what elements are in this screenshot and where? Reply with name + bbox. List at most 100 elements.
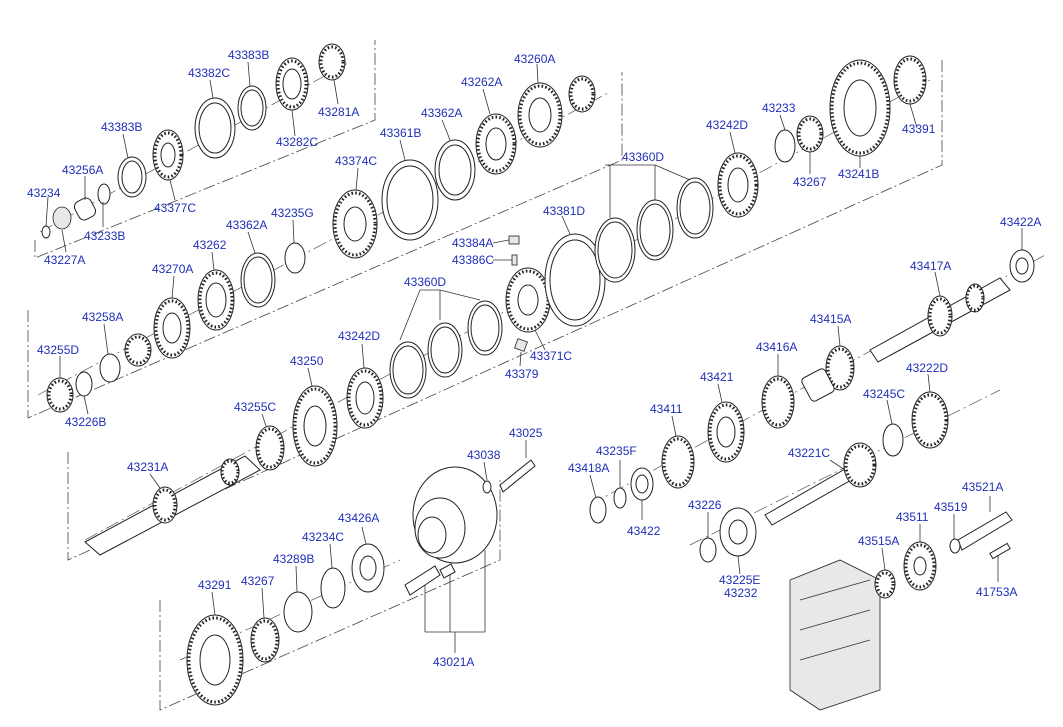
housing-outline bbox=[789, 559, 881, 711]
assembly-frames bbox=[27, 40, 943, 711]
label-43417A[interactable]: 43417A bbox=[910, 259, 951, 273]
key-43379 bbox=[514, 338, 528, 352]
row2-parts bbox=[46, 75, 596, 413]
label-43371C[interactable]: 43371C bbox=[530, 349, 572, 363]
label-43256A[interactable]: 43256A bbox=[62, 163, 103, 177]
pin-43021A bbox=[439, 563, 456, 579]
label-43267[interactable]: 43267 bbox=[793, 175, 827, 189]
label-43418A[interactable]: 43418A bbox=[568, 461, 609, 475]
gear-43222D bbox=[911, 391, 949, 449]
ring-43235G bbox=[284, 242, 306, 274]
label-43360D[interactable]: 43360D bbox=[622, 150, 664, 164]
label-43362A[interactable]: 43362A bbox=[226, 218, 267, 232]
bearing-43267 bbox=[796, 115, 824, 153]
label-43426A[interactable]: 43426A bbox=[338, 511, 379, 525]
gear-43281A bbox=[318, 43, 346, 81]
label-43021A[interactable]: 43021A bbox=[433, 655, 474, 669]
label-43235G[interactable]: 43235G bbox=[271, 206, 314, 220]
label-43383B-b[interactable]: 43383B bbox=[228, 48, 269, 62]
label-43233[interactable]: 43233 bbox=[762, 101, 796, 115]
label-43374C[interactable]: 43374C bbox=[335, 154, 377, 168]
washer-43226B bbox=[75, 371, 93, 397]
label-43242D-b[interactable]: 43242D bbox=[338, 329, 380, 343]
label-43421[interactable]: 43421 bbox=[700, 370, 734, 384]
label-43291[interactable]: 43291 bbox=[198, 578, 232, 592]
row3-parts bbox=[84, 55, 927, 556]
label-43411[interactable]: 43411 bbox=[650, 402, 683, 416]
label-43521A[interactable]: 43521A bbox=[962, 480, 1003, 494]
bolt-43025 bbox=[499, 459, 536, 493]
label-43222D[interactable]: 43222D bbox=[906, 361, 948, 375]
label-43038[interactable]: 43038 bbox=[467, 448, 501, 462]
shaft-43521A bbox=[957, 511, 1013, 551]
label-43377C[interactable]: 43377C bbox=[154, 201, 196, 215]
label-43241B[interactable]: 43241B bbox=[838, 167, 879, 181]
row1-parts bbox=[41, 43, 346, 239]
label-43234[interactable]: 43234 bbox=[27, 186, 61, 200]
label-43025[interactable]: 43025 bbox=[509, 426, 543, 440]
label-43422[interactable]: 43422 bbox=[627, 524, 661, 538]
label-43381D[interactable]: 43381D bbox=[543, 204, 585, 218]
label-43262[interactable]: 43262 bbox=[193, 238, 227, 252]
bearing-43255D bbox=[46, 377, 74, 413]
ring-43418A bbox=[589, 496, 607, 524]
label-43258A[interactable]: 43258A bbox=[82, 310, 123, 324]
label-43282C[interactable]: 43282C bbox=[276, 135, 318, 149]
label-43233B[interactable]: 43233B bbox=[84, 229, 125, 243]
label-43250[interactable]: 43250 bbox=[290, 354, 324, 368]
bearing-43260A bbox=[568, 75, 596, 113]
label-43226[interactable]: 43226 bbox=[688, 498, 722, 512]
bearing-43267-b bbox=[250, 617, 280, 663]
label-43232[interactable]: 43232 bbox=[724, 586, 758, 600]
label-43515A[interactable]: 43515A bbox=[858, 534, 899, 548]
label-43386C[interactable]: 43386C bbox=[452, 253, 494, 267]
nut-43227A bbox=[52, 206, 72, 230]
label-43360D-b[interactable]: 43360D bbox=[404, 275, 446, 289]
collar-43289B bbox=[283, 591, 313, 633]
label-43383B[interactable]: 43383B bbox=[101, 120, 142, 134]
label-43379[interactable]: 43379 bbox=[505, 367, 539, 381]
leader-lines bbox=[45, 61, 1023, 653]
label-43226B[interactable]: 43226B bbox=[65, 415, 106, 429]
label-43231A[interactable]: 43231A bbox=[127, 460, 168, 474]
ring-43233B bbox=[97, 183, 111, 205]
label-43262A[interactable]: 43262A bbox=[461, 75, 502, 89]
label-43245C[interactable]: 43245C bbox=[863, 387, 905, 401]
ring-43245C bbox=[882, 423, 904, 457]
label-43384A[interactable]: 43384A bbox=[452, 236, 493, 250]
label-43267-b[interactable]: 43267 bbox=[241, 574, 275, 588]
label-43416A[interactable]: 43416A bbox=[756, 340, 797, 354]
label-43422A[interactable]: 43422A bbox=[1000, 215, 1041, 229]
label-43255C[interactable]: 43255C bbox=[234, 400, 276, 414]
label-43221C[interactable]: 43221C bbox=[788, 446, 830, 460]
reverse-idler-parts bbox=[789, 511, 1013, 711]
label-43227A[interactable]: 43227A bbox=[44, 253, 85, 267]
label-43289B[interactable]: 43289B bbox=[273, 552, 314, 566]
sleeve-43416A bbox=[801, 368, 835, 402]
label-43255D[interactable]: 43255D bbox=[37, 343, 79, 357]
label-43270A[interactable]: 43270A bbox=[152, 262, 193, 276]
label-43234C[interactable]: 43234C bbox=[302, 530, 344, 544]
bearing-43258A bbox=[124, 333, 152, 367]
part-labels: 43234 43227A 43256A 43233B 43383B 43377C… bbox=[27, 48, 1041, 669]
label-43281A[interactable]: 43281A bbox=[318, 105, 359, 119]
label-43362A-b[interactable]: 43362A bbox=[421, 106, 462, 120]
label-43382C[interactable]: 43382C bbox=[188, 66, 230, 80]
label-43415A[interactable]: 43415A bbox=[810, 312, 851, 326]
bottom-group-parts bbox=[186, 459, 536, 706]
gear-43411 bbox=[661, 435, 695, 489]
label-43391[interactable]: 43391 bbox=[902, 122, 936, 136]
label-43235F[interactable]: 43235F bbox=[596, 444, 637, 458]
label-43242D[interactable]: 43242D bbox=[706, 118, 748, 132]
bearing-43255C bbox=[255, 425, 285, 471]
bolt-43021A bbox=[404, 565, 441, 596]
label-43361B[interactable]: 43361B bbox=[380, 126, 421, 140]
label-43511[interactable]: 43511 bbox=[896, 510, 929, 524]
ring-43233 bbox=[774, 129, 796, 163]
label-41753A[interactable]: 41753A bbox=[976, 585, 1017, 599]
label-43225E[interactable]: 43225E bbox=[719, 573, 760, 587]
label-43260A[interactable]: 43260A bbox=[514, 52, 555, 66]
bolt-41753A bbox=[989, 542, 1011, 560]
label-43519[interactable]: 43519 bbox=[934, 500, 968, 514]
